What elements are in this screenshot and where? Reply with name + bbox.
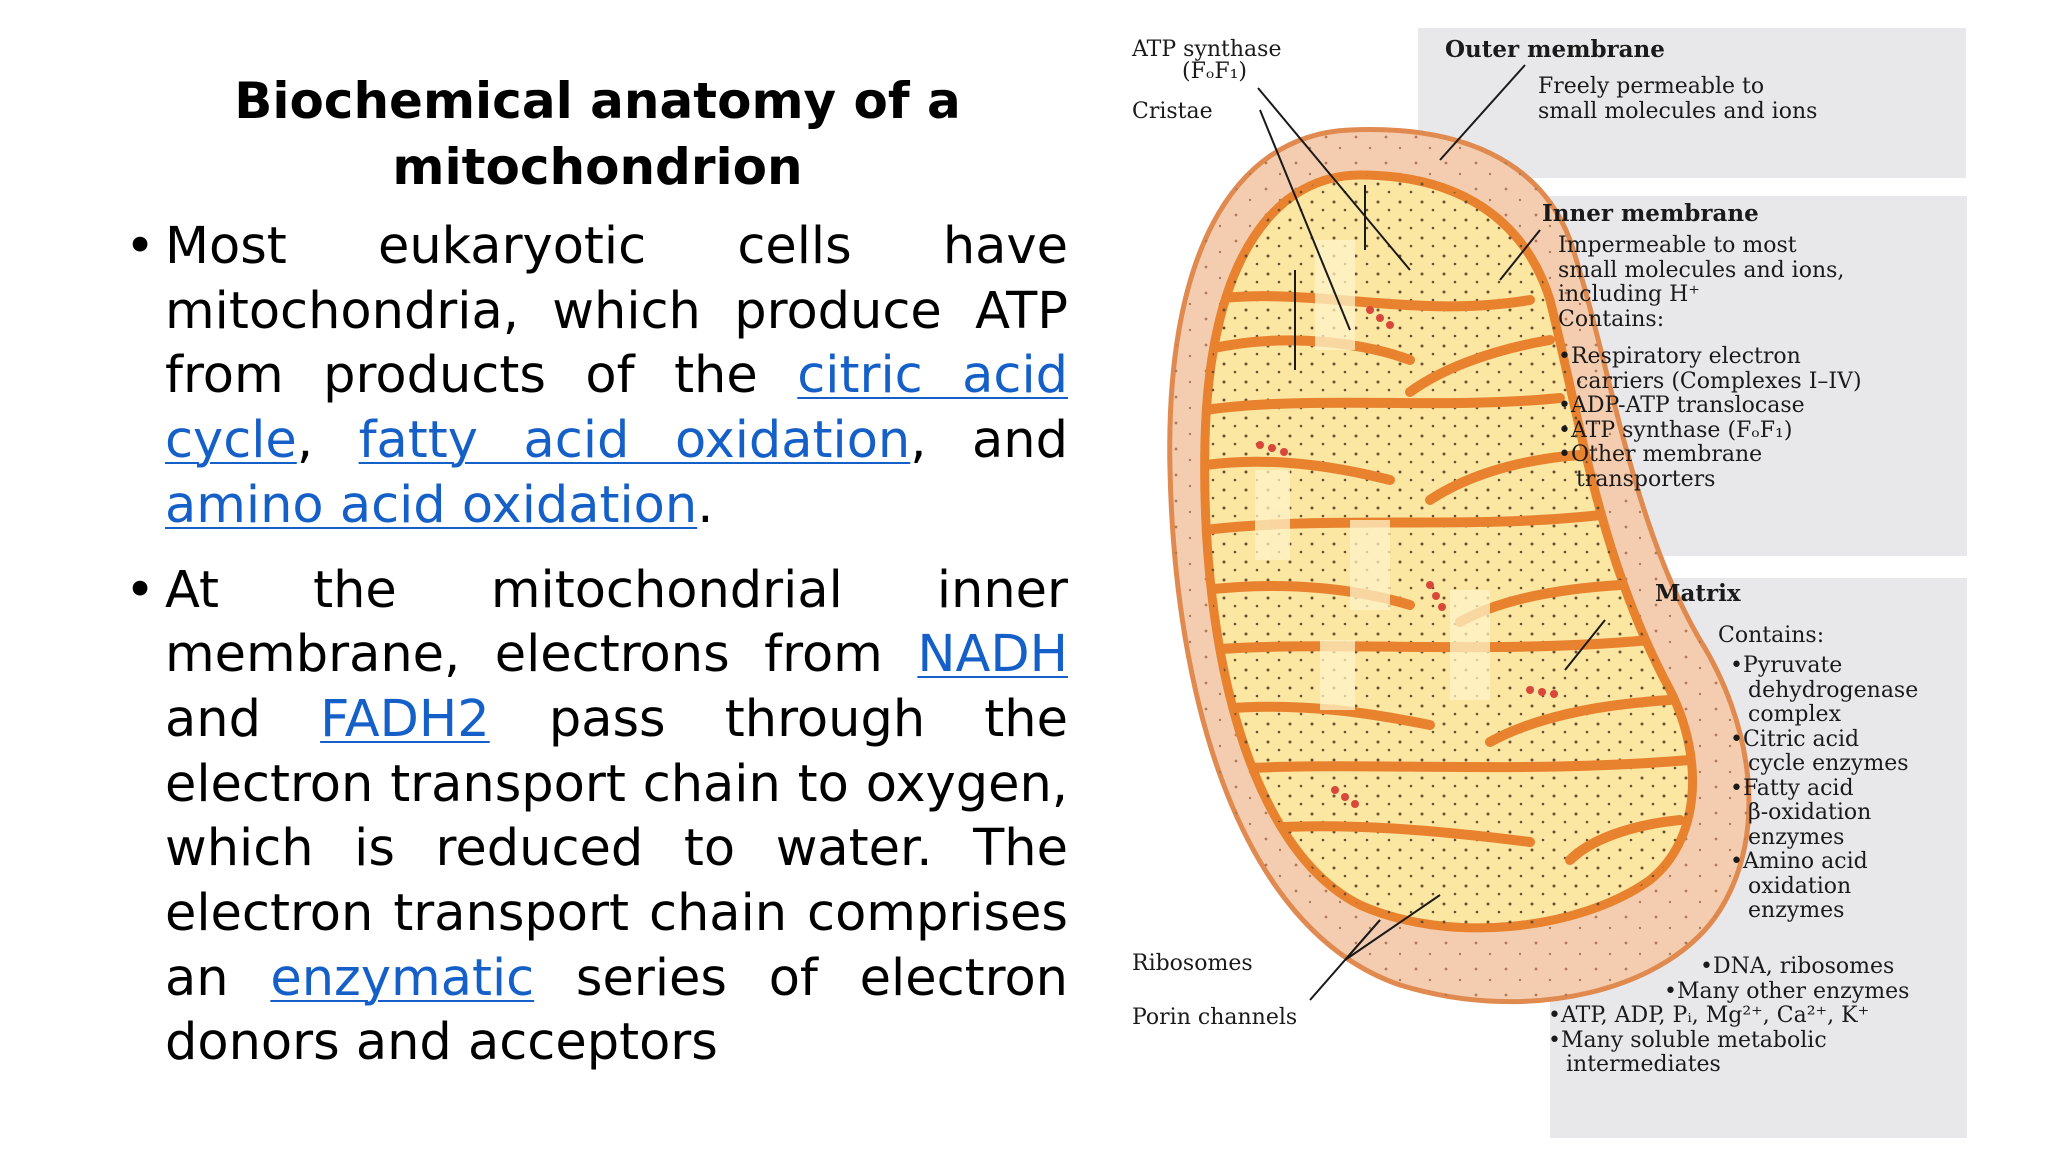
inner-membrane-heading: Inner membrane <box>1542 200 1759 227</box>
p2-text-1: At the mitochondrial inner membrane, ele… <box>165 560 1068 685</box>
bullet-paragraph-2: • At the mitochondrial inner membrane, e… <box>125 559 1068 1077</box>
bullet-marker: • <box>125 217 156 276</box>
outer-membrane-panel <box>1418 28 1966 178</box>
matrix-items: •Pyruvate dehydrogenase complex •Citric … <box>1730 653 1919 924</box>
inner-membrane-item: •ADP-ATP translocase <box>1558 393 1805 418</box>
matrix-heading: Matrix <box>1655 580 1741 607</box>
outer-membrane-line: small molecules and ions <box>1538 98 1818 124</box>
mitochondrion-illustration <box>1167 28 1967 1138</box>
matrix-item: enzymes <box>1748 898 1845 923</box>
link-nadh[interactable]: NADH <box>917 625 1068 685</box>
inner-membrane-item: •Respiratory electron <box>1558 344 1801 369</box>
link-enzymatic[interactable]: enzymatic <box>270 948 535 1008</box>
label-atp-synthase-sub: (FₒF₁) <box>1182 59 1247 84</box>
inner-membrane-item: •ATP synthase (FₒF₁) <box>1558 417 1793 443</box>
mitochondrion-figure: ATP synthase (FₒF₁) Cristae Outer membra… <box>1110 0 2048 1152</box>
label-cristae: Cristae <box>1132 99 1213 124</box>
inner-membrane-line: including H⁺ <box>1558 282 1700 307</box>
outer-membrane-heading: Outer membrane <box>1445 36 1665 63</box>
p2-text-2: and <box>165 689 321 749</box>
matrix-more-item: •Many other enzymes <box>1664 978 1910 1004</box>
p1-text-3: , and <box>910 411 1068 471</box>
inner-membrane-line: Impermeable to most <box>1558 233 1797 258</box>
matrix-more-item: •ATP, ADP, Pᵢ, Mg²⁺, Ca²⁺, K⁺ <box>1548 1003 1870 1028</box>
matrix-item: dehydrogenase <box>1748 677 1919 703</box>
link-fadh2[interactable]: FADH2 <box>320 689 490 749</box>
leader-lines <box>1257 64 1606 1001</box>
bullet-paragraph-1: • Most eukaryotic cells have mitochondri… <box>125 215 1068 539</box>
bullet-list: • Most eukaryotic cells have mitochondri… <box>125 215 1068 1096</box>
matrix-item: •Amino acid <box>1730 849 1868 874</box>
matrix-more-item: •Many soluble metabolic <box>1548 1027 1827 1053</box>
label-atp-synthase: ATP synthase <box>1132 37 1282 62</box>
p1-text-1: Most eukaryotic cells have mitochondria,… <box>165 217 1068 406</box>
bullet-marker: • <box>125 560 156 620</box>
p1-text-2: , <box>296 411 359 471</box>
matrix-item: cycle enzymes <box>1748 751 1909 776</box>
matrix-item: •Citric acid <box>1730 726 1860 752</box>
title-line-2: mitochondrion <box>392 138 803 196</box>
matrix-item: enzymes <box>1748 824 1845 850</box>
inner-membrane-item: transporters <box>1576 466 1716 492</box>
inner-membrane-desc: Impermeable to most small molecules and … <box>1558 233 1845 332</box>
matrix-more-item: intermediates <box>1566 1052 1721 1077</box>
outer-membrane-desc: Freely permeable to small molecules and … <box>1538 74 1818 124</box>
p2-text-4: series of electron donors and acceptors <box>165 948 1068 1073</box>
inner-membrane-item: carriers (Complexes I–IV) <box>1576 368 1862 394</box>
label-ribosomes: Ribosomes <box>1132 951 1253 976</box>
link-fatty-acid-oxidation[interactable]: fatty acid oxidation <box>358 411 911 471</box>
inner-membrane-items: •Respiratory electron carriers (Complexe… <box>1558 344 1862 492</box>
matrix-item: •Pyruvate <box>1730 653 1843 678</box>
title-line-1: Biochemical anatomy of a <box>234 72 961 130</box>
matrix-item: β-oxidation <box>1748 800 1872 825</box>
p1-text-4: . <box>697 475 714 535</box>
matrix-item: oxidation <box>1748 873 1852 899</box>
inner-membrane-item: •Other membrane <box>1558 442 1763 467</box>
matrix-more: •DNA, ribosomes •Many other enzymes •ATP… <box>1532 954 1910 1078</box>
link-citric-acid-cycle[interactable]: citric acid cycle <box>165 346 1068 471</box>
matrix-contains: Contains: <box>1718 623 1825 648</box>
matrix-more-item: •DNA, ribosomes <box>1700 954 1895 979</box>
inner-membrane-line: small molecules and ions, <box>1558 257 1845 283</box>
matrix-item: •Fatty acid <box>1730 775 1854 801</box>
label-porin-channels: Porin channels <box>1132 1005 1298 1030</box>
outer-membrane-line: Freely permeable to <box>1538 74 1765 99</box>
link-amino-acid-oxidation[interactable]: amino acid oxidation <box>165 475 698 535</box>
inner-membrane-line: Contains: <box>1558 306 1665 332</box>
matrix-item: complex <box>1748 702 1841 727</box>
p2-text-3: pass through the electron transport chai… <box>165 689 1068 1008</box>
slide-title: Biochemical anatomy of a mitochondrion <box>150 68 1045 200</box>
